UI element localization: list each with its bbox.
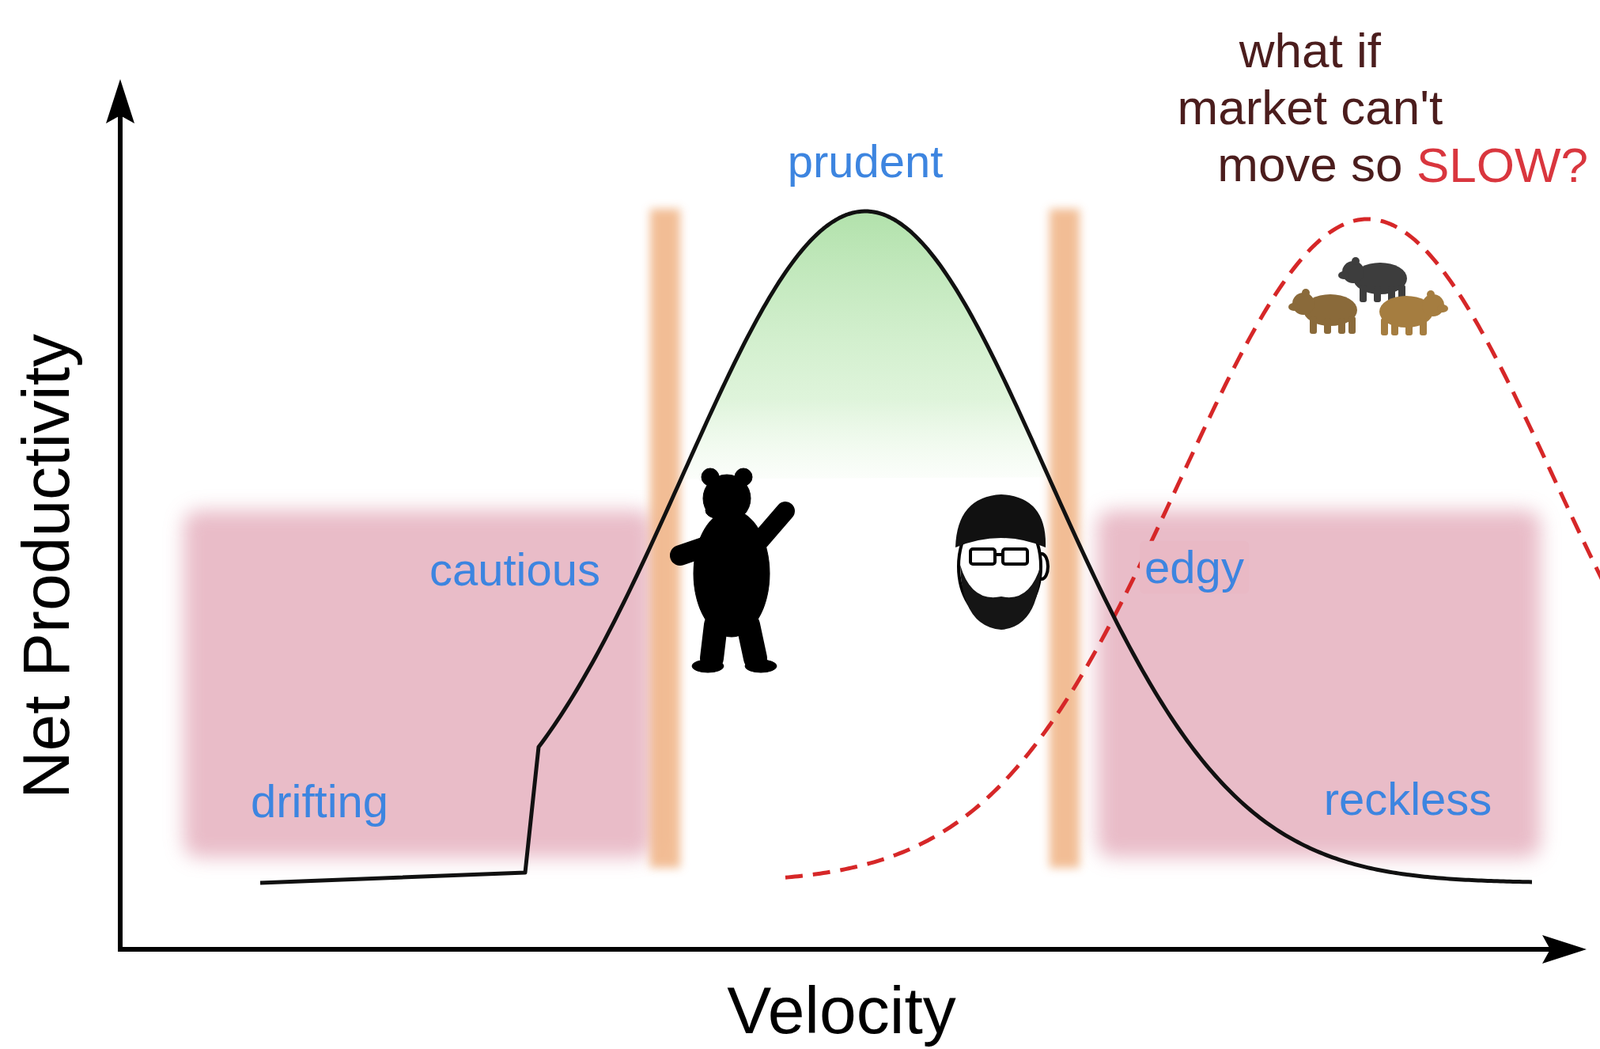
zone-label-text: reckless — [1323, 772, 1493, 825]
axis-arrowhead — [105, 79, 135, 124]
annotation: SLOW? — [1416, 136, 1589, 193]
annotation: what if market can't move so — [1167, 22, 1453, 193]
zone-label: prudent — [787, 138, 944, 185]
zone-label-text: drifting — [250, 775, 389, 827]
sweet-spot-fill — [680, 211, 1049, 480]
region-band: cautious drifting — [183, 510, 654, 858]
label-text: what if market can't move so — [1177, 22, 1444, 192]
region-band: edgy reckless — [1096, 510, 1541, 858]
y-axis — [117, 101, 123, 950]
productivity-curve — [260, 211, 1532, 883]
zone-label: cautious — [424, 543, 606, 597]
bear-cub — [1338, 257, 1408, 303]
label-text: Velocity — [726, 972, 957, 1048]
zone-label-text: cautious — [429, 543, 601, 595]
market-curve — [785, 219, 1600, 878]
label-text: prudent — [787, 135, 944, 187]
label-text: Net Productivity — [8, 333, 84, 799]
zone-label: edgy — [1139, 540, 1249, 594]
label-text: SLOW? — [1416, 137, 1589, 193]
x-axis — [117, 946, 1565, 952]
axis-title: Net Productivity — [12, 333, 80, 799]
axis-title: Velocity — [726, 976, 957, 1044]
bear-silhouette — [680, 468, 786, 673]
bear-cub — [1379, 290, 1449, 336]
risk-zone — [183, 510, 654, 858]
bear-cub — [1288, 288, 1358, 334]
zone-label-text: edgy — [1144, 540, 1245, 593]
axis-arrowhead — [1542, 934, 1587, 964]
person-face — [955, 494, 1048, 630]
zone-label: drifting — [245, 775, 394, 829]
zone-label: reckless — [1319, 772, 1498, 826]
risk-zone — [1096, 510, 1541, 858]
